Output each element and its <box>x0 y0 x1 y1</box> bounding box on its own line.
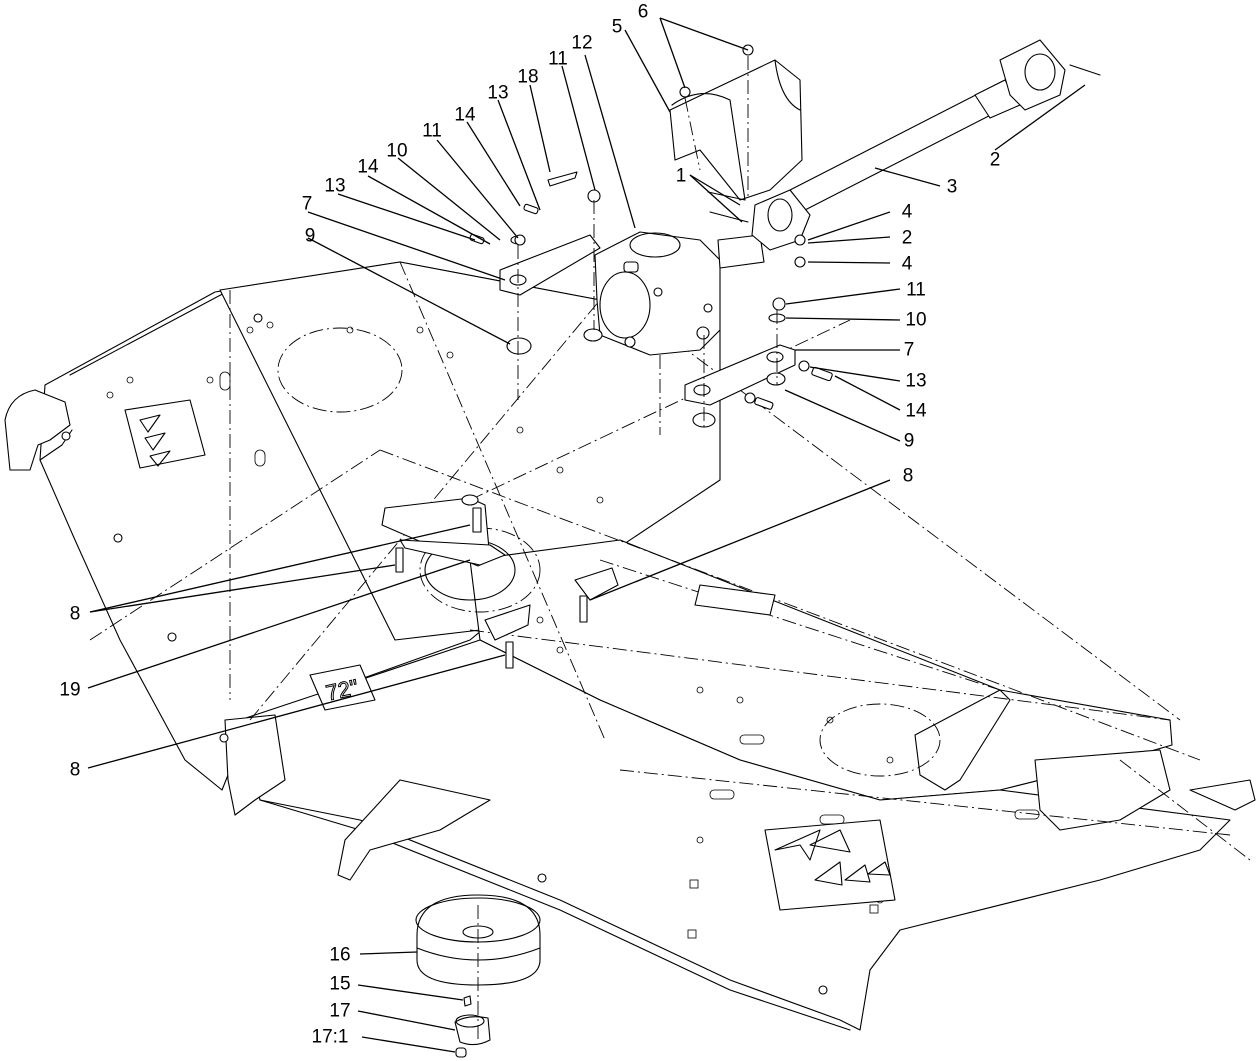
callout-18: 18 <box>517 67 538 88</box>
callout-16: 16 <box>329 945 350 966</box>
callout-13: 13 <box>487 83 508 104</box>
callout-7: 7 <box>302 194 313 215</box>
pulley-assembly <box>415 894 541 1058</box>
pulley <box>416 894 541 986</box>
set-screw <box>455 1047 467 1058</box>
callout-8: 8 <box>903 466 914 487</box>
callout-13: 13 <box>905 371 926 392</box>
mower-deck: 72" <box>4 261 1256 1031</box>
warning-decal-left <box>124 399 206 469</box>
deck-roller-tube <box>4 389 71 471</box>
tapered-hub <box>454 1016 491 1046</box>
callout-13: 13 <box>324 176 345 197</box>
callout-2: 2 <box>902 228 913 249</box>
callout-1: 1 <box>676 166 687 187</box>
driveshaft-shield <box>669 44 803 201</box>
callout-2: 2 <box>990 150 1001 171</box>
callout-8: 8 <box>70 760 81 781</box>
callout-14: 14 <box>905 401 927 422</box>
callout-11: 11 <box>422 121 442 142</box>
callout-3: 3 <box>947 177 958 198</box>
callout-14: 14 <box>357 157 379 178</box>
driveshaft <box>707 39 1101 268</box>
callout-9: 9 <box>904 431 915 452</box>
deck-rear-arm <box>337 779 491 881</box>
callout-17: 17 <box>329 1001 350 1022</box>
callout-17-1: 17:1 <box>312 1027 349 1048</box>
callout-12: 12 <box>571 33 592 54</box>
callout-labels: 6 5 12 11 18 13 14 11 10 14 13 7 9 1 2 3… <box>59 2 1000 1048</box>
callout-19: 19 <box>59 680 80 701</box>
mount-bracket-left <box>469 171 603 400</box>
callout-4: 4 <box>902 202 913 223</box>
deck-size-decal: 72" <box>309 664 376 711</box>
leader-lines <box>87 17 1086 1053</box>
callout-4: 4 <box>902 254 913 275</box>
deck-left-bracket <box>224 714 286 816</box>
idler-plate <box>381 494 619 669</box>
deck-front-skirt <box>239 639 1231 1031</box>
callout-9: 9 <box>305 226 316 247</box>
gearbox-assembly <box>594 231 765 435</box>
callout-8: 8 <box>70 604 81 625</box>
callout-10: 10 <box>905 310 926 331</box>
callout-14: 14 <box>454 105 476 126</box>
grease-fittings <box>61 313 828 995</box>
callout-7: 7 <box>904 340 915 361</box>
callout-5: 5 <box>612 17 623 38</box>
callout-11: 11 <box>906 280 926 301</box>
warning-decal-right <box>764 819 896 911</box>
callout-15: 15 <box>329 974 350 995</box>
callout-10: 10 <box>386 141 407 162</box>
callout-11: 11 <box>548 49 568 70</box>
callout-6: 6 <box>638 2 649 23</box>
mount-bracket-right <box>684 297 833 430</box>
pulley-key <box>463 995 472 1007</box>
